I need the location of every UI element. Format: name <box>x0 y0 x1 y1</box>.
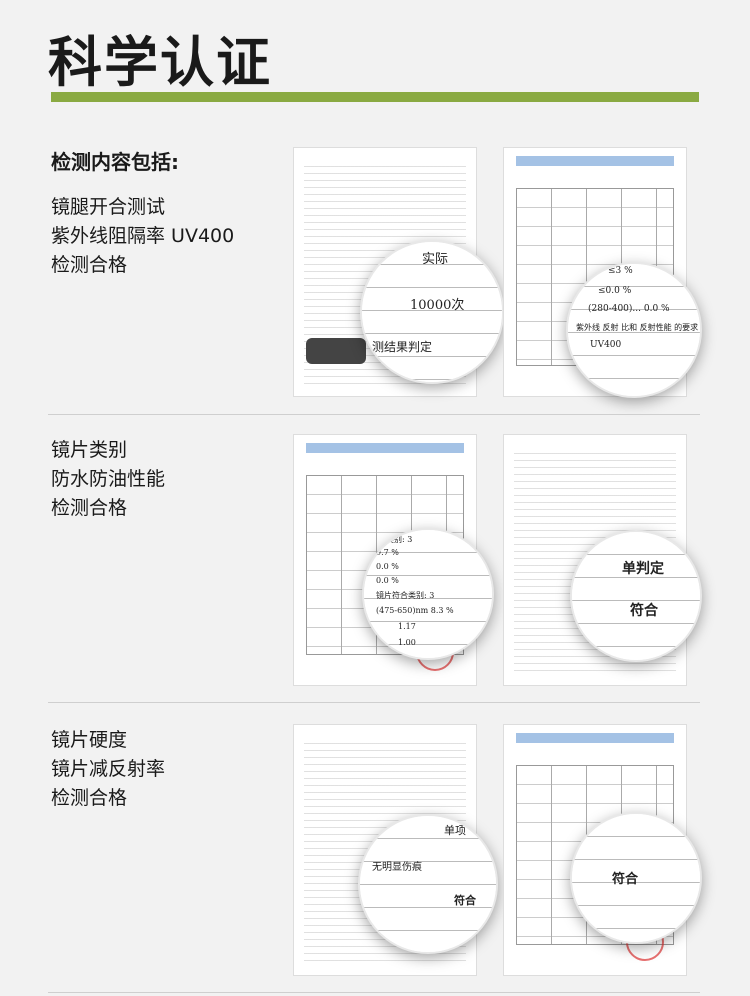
zoom-text: 无明显伤痕 <box>372 862 422 873</box>
zoom-text: ≤3 % <box>608 266 633 276</box>
section-line: 镜腿开合测试 <box>51 196 166 218</box>
zoom-text: 单项 <box>444 824 466 837</box>
section-line: 检测合格 <box>51 497 128 519</box>
section-divider <box>48 992 700 993</box>
zoom-text: (280-400)... 0.0 % <box>588 304 670 314</box>
zoom-lens-1b: ≤3 % ≤0.0 % (280-400)... 0.0 % 紫外线 反射 比和… <box>566 262 702 398</box>
zoom-text: 1.00 <box>398 638 416 647</box>
zoom-text: 类别: 3 <box>386 535 413 544</box>
zoom-lens-3b: 符合 <box>570 812 702 944</box>
section-divider <box>48 414 700 415</box>
zoom-text: 符合 <box>630 603 658 619</box>
zoom-text: 10000次 <box>410 298 465 313</box>
zoom-text: 镜片符合类别: 3 <box>376 591 435 600</box>
section-line: 镜片减反射率 <box>51 758 166 780</box>
section-line: 检测合格 <box>51 254 128 276</box>
section-3-label: 镜片硬度 镜片减反射率 检测合格 <box>51 726 165 813</box>
zoom-text: 紫外线 反射 比和 反射性能 的要求 <box>576 323 699 332</box>
zoom-text: 1.17 <box>398 622 416 631</box>
zoom-text: 符合 <box>612 872 639 887</box>
zoom-text: 0.0 % <box>376 576 399 585</box>
section-line: 检测合格 <box>51 787 128 809</box>
section-1-label: 检测内容包括: 镜腿开合测试 紫外线阻隔率 UV400 检测合格 <box>51 148 234 280</box>
zoom-lens-2a: 类别: 3 9.7 % 0.0 % 0.0 % 镜片符合类别: 3 (475-6… <box>362 528 494 660</box>
section-line: 紫外线阻隔率 UV400 <box>51 225 235 247</box>
zoom-text: 实际 <box>422 252 449 267</box>
zoom-lens-2b: 单判定 符合 <box>570 530 702 662</box>
section-divider <box>48 702 700 703</box>
zoom-text: 0.0 % <box>376 562 399 571</box>
zoom-text: 9.7 % <box>376 548 399 557</box>
zoom-text: 测结果判定 <box>372 340 433 354</box>
section-line: 镜片硬度 <box>51 729 128 751</box>
zoom-text: UV400 <box>590 340 622 350</box>
zoom-text: 单判定 <box>622 561 664 577</box>
section-2-label: 镜片类别 防水防油性能 检测合格 <box>51 436 165 523</box>
zoom-lens-1a: 实际 10000次 测结果判定 <box>360 240 504 384</box>
section-line: 防水防油性能 <box>51 468 166 490</box>
title-underline <box>51 92 699 102</box>
zoom-text: (475-650)nm 8.3 % <box>376 606 454 615</box>
section-heading: 检测内容包括: <box>51 150 179 174</box>
page-title: 科学认证 <box>48 31 272 94</box>
zoom-lens-3a: 单项 无明显伤痕 符合 <box>358 814 498 954</box>
zoom-text: ≤0.0 % <box>598 286 632 296</box>
section-line: 镜片类别 <box>51 439 128 461</box>
zoom-text: 符合 <box>454 894 476 907</box>
